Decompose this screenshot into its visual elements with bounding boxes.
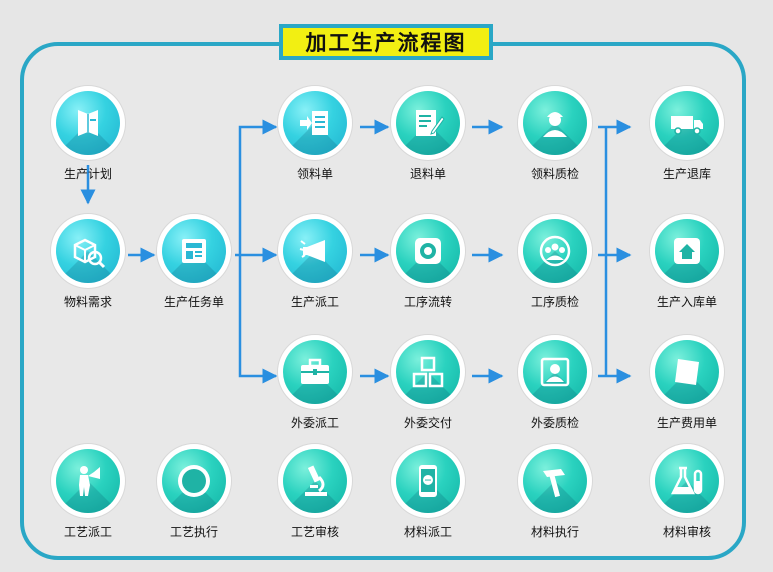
hammer-icon (543, 469, 565, 498)
aperture-icon (415, 238, 441, 264)
node-label: 材料审核 (662, 525, 711, 539)
node-label: 材料执行 (530, 525, 579, 539)
node-mat-disp[interactable]: 材料派工 (368, 444, 488, 554)
arrow-branch-top (238, 119, 278, 255)
blocks-icon (412, 356, 444, 388)
node-craft-rev[interactable]: 工艺审核 (255, 444, 375, 554)
node-label: 生产任务单 (163, 295, 224, 309)
ad-paper-icon (675, 359, 699, 385)
node-label: 生产退库 (662, 167, 711, 181)
phone-chat-icon (419, 465, 437, 497)
node-transfer[interactable]: 工序流转 (368, 214, 488, 324)
node-label: 外委质检 (530, 416, 579, 430)
briefcase-icon (301, 358, 329, 384)
flask-icon (670, 466, 703, 495)
home-icon (674, 238, 700, 264)
node-plan[interactable]: 生产计划 (28, 86, 148, 196)
team-icon (539, 235, 571, 267)
node-ret[interactable]: 退料单 (368, 86, 488, 196)
node-label: 生产费用单 (656, 416, 717, 430)
node-out-deliv[interactable]: 外委交付 (368, 335, 488, 445)
node-craft-disp[interactable]: 工艺派工 (28, 444, 148, 554)
microscope-icon (305, 465, 327, 496)
node-task[interactable]: 生产任务单 (134, 214, 254, 324)
node-label: 领料单 (296, 167, 333, 181)
diagram-title: 加工生产流程图 (279, 24, 493, 60)
node-label: 工艺审核 (290, 525, 339, 539)
node-label: 领料质检 (530, 167, 579, 181)
node-label: 退料单 (409, 167, 446, 181)
node-label: 工序质检 (530, 295, 579, 309)
newspaper-icon (182, 239, 206, 263)
worker-icon (543, 112, 567, 137)
megaphone-icon (299, 240, 325, 262)
node-cost[interactable]: 生产费用单 (627, 335, 747, 445)
node-craft-exec[interactable]: 工艺执行 (134, 444, 254, 554)
node-out-qc[interactable]: 外委质检 (495, 335, 615, 445)
node-ret-stock[interactable]: 生产退库 (627, 86, 747, 196)
node-mat-rev[interactable]: 材料审核 (627, 444, 747, 554)
iso-badge-icon (178, 465, 210, 497)
node-out-disp[interactable]: 外委派工 (255, 335, 375, 445)
node-label: 生产派工 (290, 295, 339, 309)
cube-search-icon (73, 238, 106, 269)
node-dispatch[interactable]: 生产派工 (255, 214, 375, 324)
list-arrow-icon (300, 111, 328, 135)
node-label: 工艺派工 (63, 525, 112, 539)
node-proc-qc[interactable]: 工序质检 (495, 214, 615, 324)
node-label: 材料派工 (403, 525, 452, 539)
node-label: 外委交付 (403, 416, 452, 430)
node-in-stock[interactable]: 生产入库单 (627, 214, 747, 324)
person-megaphone-icon (79, 466, 100, 496)
node-label: 物料需求 (63, 295, 112, 309)
node-pick[interactable]: 领料单 (255, 86, 375, 196)
arrow-branch-bottom (238, 255, 278, 384)
node-label: 工艺执行 (169, 525, 218, 539)
node-pick-qc[interactable]: 领料质检 (495, 86, 615, 196)
node-mat-exec[interactable]: 材料执行 (495, 444, 615, 554)
brochure-icon (78, 110, 98, 136)
node-demand[interactable]: 物料需求 (28, 214, 148, 324)
edit-note-icon (416, 110, 445, 136)
profile-icon (540, 357, 570, 387)
node-label: 外委派工 (290, 416, 339, 430)
truck-icon (671, 116, 703, 135)
node-label: 工序流转 (403, 295, 452, 309)
node-label: 生产计划 (63, 167, 112, 181)
node-label: 生产入库单 (656, 295, 717, 309)
